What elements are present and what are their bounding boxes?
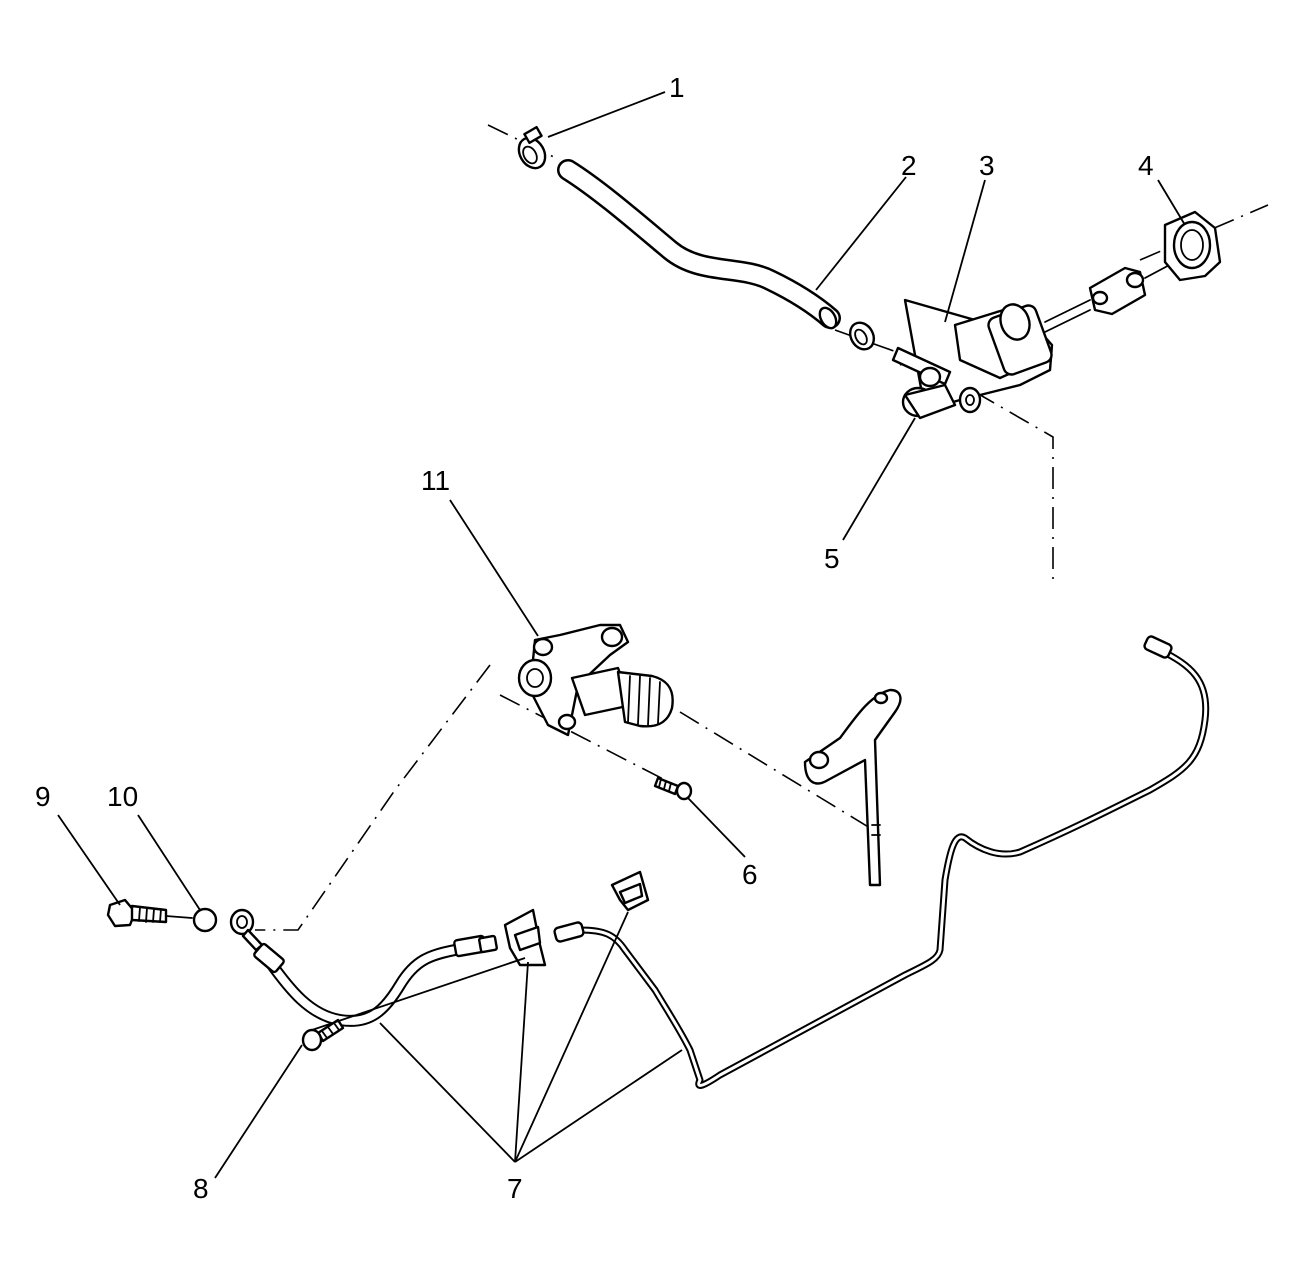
banjo-bolt (106, 898, 168, 928)
callout-1: 1 (669, 72, 685, 103)
callout-9: 9 (35, 781, 51, 812)
leader-lines (57, 91, 1186, 1179)
bracket-bolt (301, 1018, 345, 1052)
callout-8: 8 (193, 1173, 209, 1204)
callout-11: 11 (421, 465, 450, 496)
callout-4: 4 (1138, 150, 1154, 181)
hose-clamp-upper (517, 125, 547, 170)
sealing-washer (165, 907, 218, 933)
banjo-fitting (229, 908, 264, 952)
callout-7: 7 (507, 1173, 523, 1204)
callout-6: 6 (742, 859, 758, 890)
callout-3: 3 (979, 150, 995, 181)
callout-5: 5 (824, 543, 840, 574)
clutch-slave-cylinder (517, 623, 674, 737)
flexible-hose (253, 934, 498, 1027)
callout-10: 10 (107, 781, 138, 812)
callout-2: 2 (901, 150, 917, 181)
push-rod-clevis (1088, 261, 1176, 316)
hydraulic-pipe (553, 635, 1210, 1089)
dash-gasket (1163, 210, 1222, 282)
hose-clamp-lower (848, 321, 876, 351)
slave-cylinder-bolt (653, 776, 693, 801)
line-bracket-clips (503, 870, 650, 967)
callout-labels: 1 2 3 4 5 6 7 8 9 10 11 (35, 72, 1154, 1204)
reservoir-hose (557, 159, 841, 330)
clutch-master-cylinder (891, 298, 1091, 420)
clutch-fork-bracket (803, 688, 902, 887)
